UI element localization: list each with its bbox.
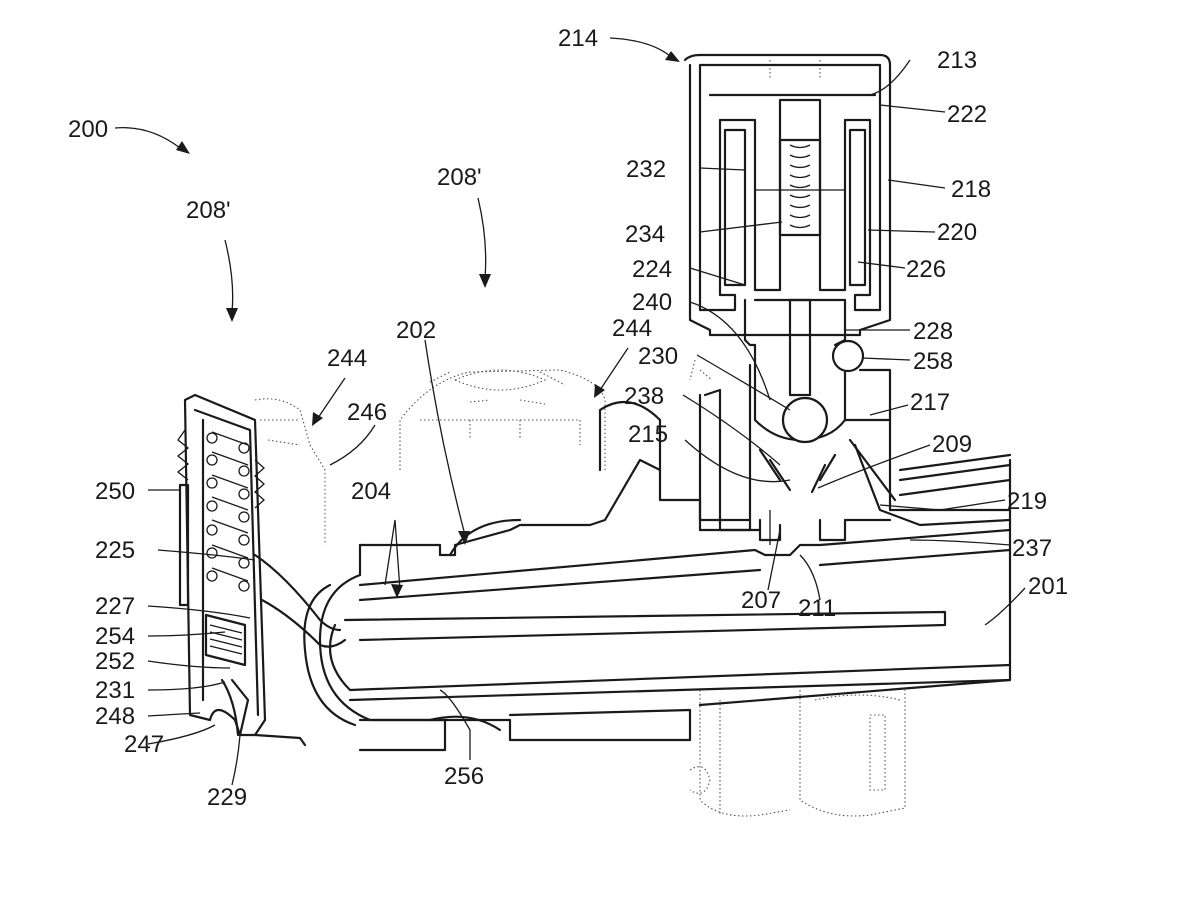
label-256: 256 — [444, 763, 484, 790]
label-232: 232 — [626, 156, 666, 183]
label-231: 231 — [95, 677, 135, 704]
label-225: 225 — [95, 537, 135, 564]
label-226: 226 — [906, 256, 946, 283]
label-208-prime-center: 208' — [437, 164, 482, 191]
leader-lines — [147, 59, 1026, 786]
label-244-right: 244 — [612, 315, 652, 342]
label-238: 238 — [624, 383, 664, 410]
label-248: 248 — [95, 703, 135, 730]
valve-ball — [781, 396, 829, 444]
arrows — [114, 37, 680, 598]
label-244-left: 244 — [327, 345, 367, 372]
label-207: 207 — [741, 587, 781, 614]
label-201: 201 — [1028, 573, 1068, 600]
label-217: 217 — [910, 389, 950, 416]
label-219: 219 — [1007, 488, 1047, 515]
label-258: 258 — [913, 348, 953, 375]
phantom-housing — [254, 60, 906, 817]
main-channel — [303, 453, 1012, 752]
label-213: 213 — [937, 47, 977, 74]
label-240: 240 — [632, 289, 672, 316]
label-208-prime-left: 208' — [186, 197, 231, 224]
label-247: 247 — [124, 731, 164, 758]
label-250: 250 — [95, 478, 135, 505]
label-234: 234 — [625, 221, 665, 248]
label-229: 229 — [207, 784, 247, 811]
label-214: 214 — [558, 25, 598, 52]
valve-block — [698, 343, 1012, 545]
label-246: 246 — [347, 399, 387, 426]
label-218: 218 — [951, 176, 991, 203]
upper-housing — [358, 400, 752, 577]
label-237: 237 — [1012, 535, 1052, 562]
reference-numerals: 200 214 213 222 232 218 234 220 224 226 … — [68, 25, 1068, 811]
label-222: 222 — [947, 101, 987, 128]
label-202: 202 — [396, 317, 436, 344]
label-211: 211 — [798, 595, 836, 622]
label-230: 230 — [638, 343, 678, 370]
label-228: 228 — [913, 318, 953, 345]
actuator — [683, 53, 892, 444]
check-ball — [831, 339, 865, 373]
label-200: 200 — [68, 116, 108, 143]
cartridge — [176, 393, 347, 747]
label-215: 215 — [628, 421, 668, 448]
label-227: 227 — [95, 593, 135, 620]
label-254: 254 — [95, 623, 135, 650]
label-220: 220 — [937, 219, 977, 246]
label-209: 209 — [932, 431, 972, 458]
label-252: 252 — [95, 648, 135, 675]
label-204: 204 — [351, 478, 391, 505]
label-224: 224 — [632, 256, 672, 283]
